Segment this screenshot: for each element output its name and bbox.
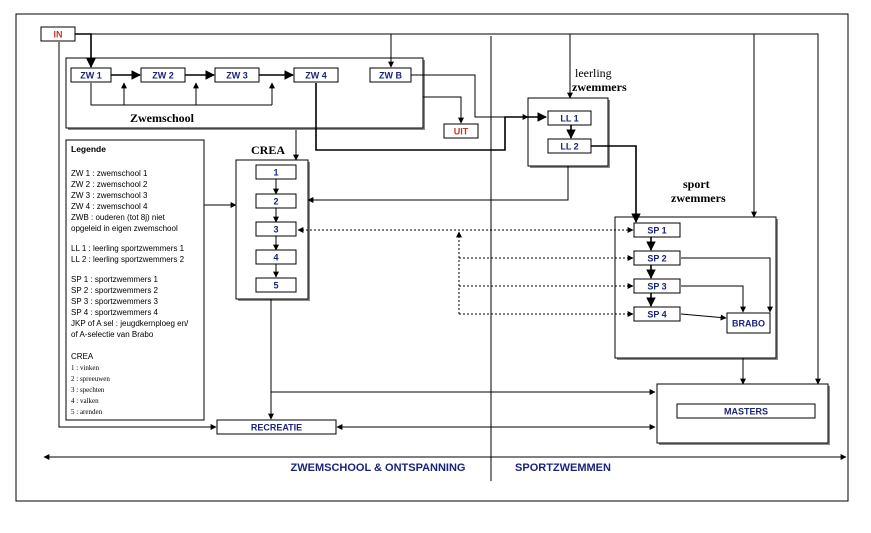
legend-line: ZW 1 : zwemschool 1 xyxy=(71,169,148,178)
legend-line: ZW 2 : zwemschool 2 xyxy=(71,180,148,189)
svg-text:3: 3 xyxy=(273,225,278,235)
node-recreatie: RECREATIE xyxy=(216,419,337,435)
zwemschool-title: Zwemschool xyxy=(130,111,195,125)
legend-line: JKP of A sel : jeugdkernploeg en/ xyxy=(71,319,189,328)
svg-text:1: 1 xyxy=(273,168,278,178)
node-in: IN xyxy=(40,26,76,42)
legend-title: Legende xyxy=(71,144,106,154)
legend-line: opgeleid in eigen zwemschool xyxy=(71,224,178,233)
svg-text:RECREATIE: RECREATIE xyxy=(251,423,302,433)
svg-text:ZW 1: ZW 1 xyxy=(80,71,102,81)
svg-text:SP 1: SP 1 xyxy=(647,226,666,236)
svg-text:ZW 3: ZW 3 xyxy=(226,71,248,81)
sport-title-line1: sport xyxy=(683,177,710,191)
leerling-title-line2: zwemmers xyxy=(572,80,627,94)
zone-label-right: SPORTZWEMMEN xyxy=(515,462,611,474)
node-zwb: ZW B xyxy=(369,67,412,83)
legend-crea-line: 2 : spreeuwen xyxy=(71,375,110,383)
legend-crea-line: 1 : vinken xyxy=(71,364,99,372)
legend-line: LL 2 : leerling sportzwemmers 2 xyxy=(71,255,185,264)
svg-text:SP 2: SP 2 xyxy=(647,254,666,264)
legend-line: ZW 3 : zwemschool 3 xyxy=(71,191,148,200)
svg-text:UIT: UIT xyxy=(454,127,469,137)
node-ll2: LL 2 xyxy=(547,138,592,154)
legend-crea-title: CREA xyxy=(71,352,94,361)
legend-line: ZWB : ouderen (tot 8j) niet xyxy=(71,213,166,222)
legend-line: SP 1 : sportzwemmers 1 xyxy=(71,275,159,284)
svg-text:ZW 2: ZW 2 xyxy=(152,71,174,81)
legend-crea-line: 3 : spechten xyxy=(71,386,105,394)
node-sp4: SP 4 xyxy=(633,306,681,322)
legend: Legende ZW 1 : zwemschool 1 ZW 2 : zwems… xyxy=(65,139,205,421)
svg-text:SP 3: SP 3 xyxy=(647,282,666,292)
legend-line: ZW 4 : zwemschool 4 xyxy=(71,202,148,211)
svg-text:BRABO: BRABO xyxy=(732,319,765,329)
node-crea-2: 2 xyxy=(255,193,297,209)
svg-text:ZW 4: ZW 4 xyxy=(305,71,327,81)
svg-text:ZW B: ZW B xyxy=(379,71,402,81)
node-sp2: SP 2 xyxy=(633,250,681,266)
node-zw2: ZW 2 xyxy=(140,67,186,83)
legend-crea-line: 4 : valken xyxy=(71,397,99,405)
connectors xyxy=(43,33,847,460)
node-crea-5: 5 xyxy=(255,277,297,293)
sport-title-line2: zwemmers xyxy=(671,191,726,205)
node-crea-1: 1 xyxy=(255,164,297,180)
legend-line: of A-selectie van Brabo xyxy=(71,330,154,339)
legend-line: SP 4 : sportzwemmers 4 xyxy=(71,308,159,317)
svg-text:LL 2: LL 2 xyxy=(560,142,578,152)
svg-text:MASTERS: MASTERS xyxy=(724,407,768,417)
node-zw4: ZW 4 xyxy=(293,67,339,83)
node-zw3: ZW 3 xyxy=(214,67,260,83)
svg-text:LL 1: LL 1 xyxy=(560,114,578,124)
node-brabo: BRABO xyxy=(726,312,771,334)
crea-title: CREA xyxy=(251,143,285,157)
node-sp3: SP 3 xyxy=(633,278,681,294)
svg-text:SP 4: SP 4 xyxy=(647,310,666,320)
legend-line: SP 3 : sportzwemmers 3 xyxy=(71,297,159,306)
node-sp1: SP 1 xyxy=(633,222,681,238)
zwemschool-group: Zwemschool xyxy=(65,57,425,130)
svg-text:2: 2 xyxy=(273,197,278,207)
legend-line: LL 1 : leerling sportzwemmers 1 xyxy=(71,244,185,253)
node-masters: MASTERS xyxy=(676,403,816,419)
zone-label-left: ZWEMSCHOOL & ONTSPANNING xyxy=(291,462,466,474)
node-ll1: LL 1 xyxy=(547,110,592,126)
leerling-title-line1: leerling xyxy=(575,66,612,80)
node-crea-4: 4 xyxy=(255,249,297,265)
node-zw1: ZW 1 xyxy=(70,67,112,83)
svg-text:4: 4 xyxy=(273,253,278,263)
node-uit: UIT xyxy=(443,123,479,139)
svg-text:5: 5 xyxy=(273,281,278,291)
svg-text:IN: IN xyxy=(54,30,63,40)
legend-line: SP 2 : sportzwemmers 2 xyxy=(71,286,159,295)
legend-crea-line: 5 : arenden xyxy=(71,408,103,416)
node-crea-3: 3 xyxy=(255,221,297,237)
